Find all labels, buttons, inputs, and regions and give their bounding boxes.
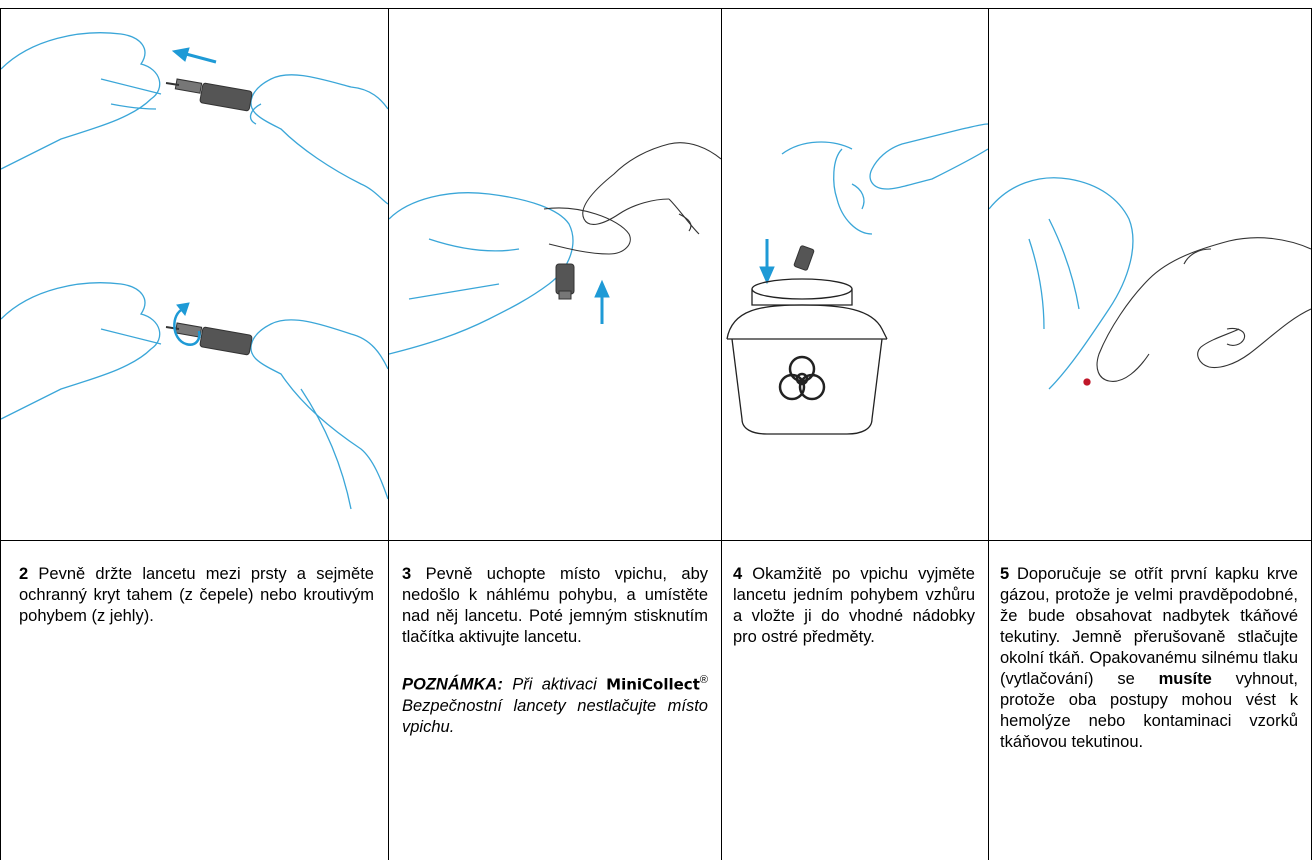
sharps-container-illustration bbox=[727, 279, 887, 434]
glove-hand-illustration bbox=[1097, 238, 1311, 382]
note-text: Bezpečnostní lancety nestlačujte místo v… bbox=[402, 697, 708, 736]
biohazard-icon bbox=[780, 357, 824, 399]
blue-arrow-icon bbox=[760, 239, 774, 283]
lancet-illustration bbox=[794, 245, 815, 270]
emphasis-text: musíte bbox=[1159, 670, 1212, 688]
step-4-illustration bbox=[722, 9, 988, 539]
registered-mark: ® bbox=[700, 674, 708, 686]
row-divider bbox=[0, 540, 1312, 541]
step-3-illustration bbox=[389, 9, 721, 539]
glove-hand-illustration bbox=[1, 33, 160, 169]
blood-drop-illustration bbox=[1084, 379, 1090, 385]
step-3-text: 3 Pevně uchopte místo vpichu, aby nedošl… bbox=[402, 564, 708, 738]
step-2-text: 2 Pevně držte lancetu mezi prsty a sejmě… bbox=[19, 564, 374, 627]
lancet-illustration bbox=[175, 79, 252, 111]
step-4-text: 4 Okamžitě po vpichu vyjměte lancetu jed… bbox=[733, 564, 975, 648]
brand-name: MiniCollect bbox=[606, 676, 700, 694]
step-number: 5 bbox=[1000, 565, 1009, 583]
blue-arrow-icon bbox=[595, 281, 609, 324]
step-number: 3 bbox=[402, 565, 411, 583]
blue-arrow-icon bbox=[173, 48, 216, 62]
step-note: POZNÁMKA: Při aktivaci MiniCollect® Bezp… bbox=[402, 670, 708, 738]
step-number: 4 bbox=[733, 565, 742, 583]
lancet-illustration bbox=[556, 264, 574, 299]
step-instruction: Okamžitě po vpichu vyjměte lancetu jední… bbox=[733, 565, 975, 646]
step-instruction: Pevně držte lancetu mezi prsty a sejměte… bbox=[19, 565, 374, 625]
step-instruction: Pevně uchopte místo vpichu, aby nedošlo … bbox=[402, 565, 708, 646]
step-number: 2 bbox=[19, 565, 28, 583]
step-5-text: 5 Doporučuje se otřít první kapku krve g… bbox=[1000, 564, 1298, 753]
step-2-illustration bbox=[1, 9, 388, 539]
note-label: POZNÁMKA: bbox=[402, 676, 503, 694]
step-5-illustration bbox=[989, 9, 1311, 539]
note-text: Při aktivaci bbox=[512, 676, 597, 694]
